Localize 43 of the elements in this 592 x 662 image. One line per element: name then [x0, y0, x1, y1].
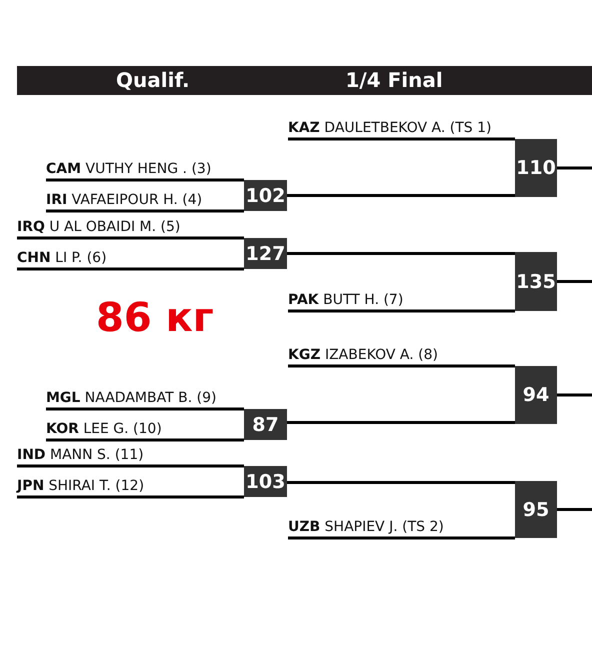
wrestler-name: MGL NAADAMBAT B. (9) [46, 390, 216, 406]
wrestler-name: CAM VUTHY HENG . (3) [46, 161, 212, 177]
bracket-line [17, 268, 244, 270]
bout-number: 127 [244, 238, 287, 269]
bracket-line [557, 394, 592, 396]
bracket-line [46, 408, 244, 410]
bracket-line [557, 508, 592, 511]
column-header: 1/4 Final [346, 67, 443, 94]
bout-number: 135 [515, 252, 557, 311]
wrestler-name: KOR LEE G. (10) [46, 421, 162, 437]
bout-number: 95 [515, 481, 557, 538]
wrestler-name: PAK BUTT H. (7) [288, 292, 404, 308]
bout-number: 94 [515, 366, 557, 424]
bout-number: 110 [515, 139, 557, 197]
wrestler-name: KAZ DAULETBEKOV A. (TS 1) [288, 120, 492, 136]
bracket-line [287, 421, 515, 424]
bracket-line [288, 536, 515, 540]
bracket-line [557, 166, 592, 170]
bracket-line [17, 464, 244, 468]
bracket-line [288, 310, 515, 312]
bracket-line [287, 194, 515, 197]
wrestler-name: IRI VAFAEIPOUR H. (4) [46, 192, 202, 208]
weight-class-label: 86 кг [96, 295, 214, 341]
bracket-line [288, 364, 515, 368]
wrestler-name: CHN LI P. (6) [17, 250, 107, 266]
wrestler-name: UZB SHAPIEV J. (TS 2) [288, 519, 444, 535]
wrestler-name: JPN SHIRAI T. (12) [17, 478, 144, 494]
bracket-line [287, 481, 515, 484]
bracket-line [46, 210, 244, 212]
bracket-line [17, 496, 244, 498]
wrestler-name: IND MANN S. (11) [17, 447, 144, 463]
bracket-line [557, 280, 592, 283]
bracket-line [46, 438, 244, 442]
bracket-line [46, 178, 244, 182]
bout-number: 102 [244, 180, 287, 211]
wrestler-name: KGZ IZABEKOV A. (8) [288, 347, 438, 363]
column-header: Qualif. [116, 67, 190, 94]
bout-number: 87 [244, 409, 287, 440]
bracket-line [17, 236, 244, 240]
bout-number: 103 [244, 466, 287, 497]
wrestler-name: IRQ U AL OBAIDI M. (5) [17, 219, 180, 235]
bracket-line [287, 252, 515, 255]
bracket-line [288, 138, 515, 140]
